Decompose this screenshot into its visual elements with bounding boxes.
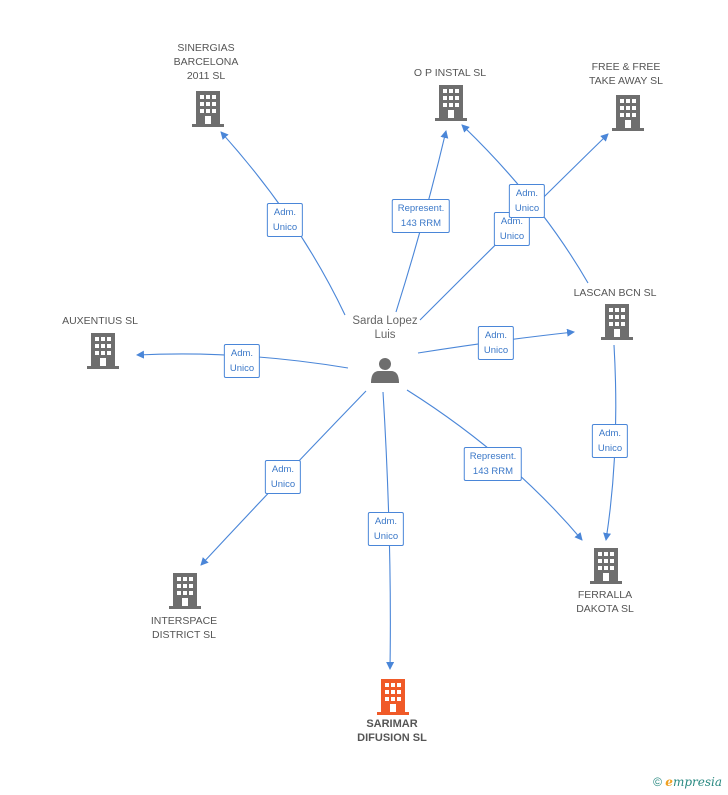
person-icon[interactable] xyxy=(371,358,399,383)
company-label-sinergias[interactable]: SINERGIAS BARCELONA 2011 SL xyxy=(173,42,239,82)
building-icon-freefree[interactable] xyxy=(612,95,644,131)
brand-logo-e: e xyxy=(665,775,673,789)
building-icon-opinstal[interactable] xyxy=(435,85,467,121)
building-icon-auxentius[interactable] xyxy=(87,333,119,369)
company-label-freefree[interactable]: FREE & FREE TAKE AWAY SL xyxy=(589,61,663,87)
person-label[interactable]: Sarda Lopez Luis xyxy=(352,315,418,341)
edge-label-lascan-ferralla[interactable]: Adm. Unico xyxy=(591,424,629,458)
edge-label-person-sinergias[interactable]: Adm. Unico xyxy=(266,203,304,237)
company-label-sarimar[interactable]: SARIMAR DIFUSION SL xyxy=(357,718,427,744)
nodes-layer xyxy=(87,85,644,715)
edge-label-lascan-opinstal[interactable]: Adm. Unico xyxy=(508,184,546,218)
brand-logo-text: mpresia xyxy=(672,775,722,789)
edge-label-person-ferralla[interactable]: Represent. 143 RRM xyxy=(463,447,523,481)
edge-label-person-opinstal[interactable]: Represent. 143 RRM xyxy=(391,199,451,233)
building-icon-ferralla[interactable] xyxy=(590,548,622,584)
footer-brand: © empresia xyxy=(653,775,722,789)
company-label-opinstal[interactable]: O P INSTAL SL xyxy=(413,67,487,79)
edge-label-person-auxentius[interactable]: Adm. Unico xyxy=(223,344,261,378)
building-icon-sarimar[interactable] xyxy=(377,679,409,715)
copyright-symbol: © xyxy=(653,775,662,789)
company-label-auxentius[interactable]: AUXENTIUS SL xyxy=(62,315,138,327)
edge-label-person-lascan[interactable]: Adm. Unico xyxy=(477,326,515,360)
company-label-ferralla[interactable]: FERRALLA DAKOTA SL xyxy=(576,589,634,615)
brand-logo[interactable]: empresia xyxy=(665,775,722,789)
company-label-interspace[interactable]: INTERSPACE DISTRICT SL xyxy=(150,615,218,641)
building-icon-sinergias[interactable] xyxy=(192,91,224,127)
building-icon-interspace[interactable] xyxy=(169,573,201,609)
company-label-lascan[interactable]: LASCAN BCN SL xyxy=(573,287,657,299)
building-icon-lascan[interactable] xyxy=(601,304,633,340)
edge-label-person-sarimar[interactable]: Adm. Unico xyxy=(367,512,405,546)
edge-label-person-interspace[interactable]: Adm. Unico xyxy=(264,460,302,494)
